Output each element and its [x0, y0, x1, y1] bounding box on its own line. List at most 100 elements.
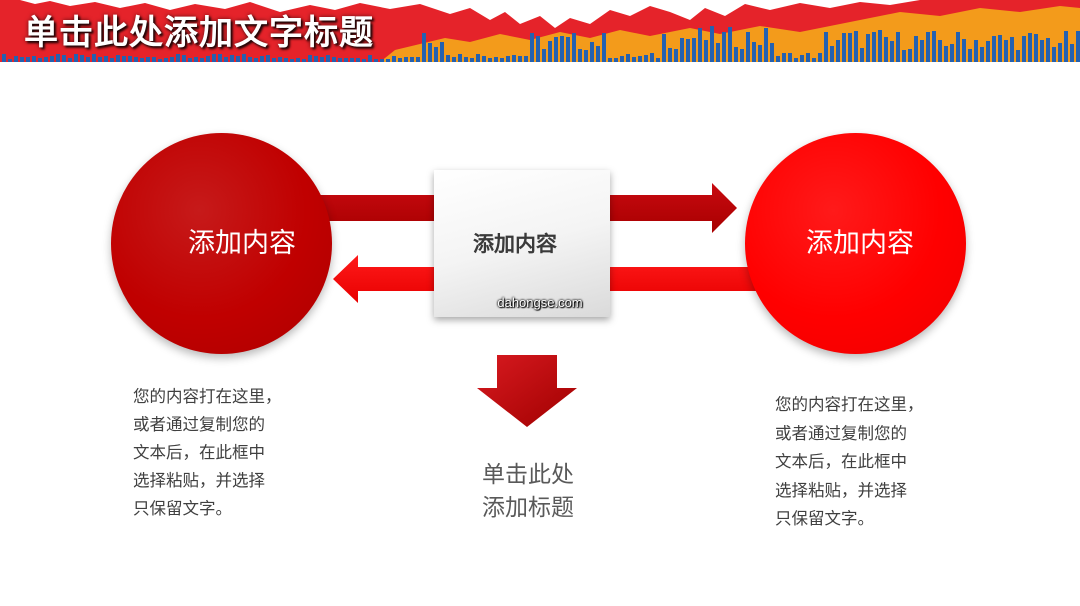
banner-bar — [668, 48, 672, 62]
banner-bar — [314, 56, 318, 62]
banner-bar — [752, 42, 756, 62]
banner-bar — [452, 57, 456, 62]
banner-bar — [896, 32, 900, 62]
banner-bar — [530, 33, 534, 62]
banner-bar — [836, 40, 840, 62]
banner-bar — [458, 54, 462, 62]
banner-bar — [116, 55, 120, 62]
banner-bar — [158, 59, 162, 62]
banner-bar — [872, 32, 876, 62]
banner-bar — [140, 58, 144, 62]
banner-bar — [320, 57, 324, 62]
banner-bar — [854, 31, 858, 62]
banner-bar — [386, 59, 390, 62]
banner-bar — [272, 58, 276, 62]
left-circle: 添加内容 — [111, 133, 332, 354]
banner-bar — [68, 58, 72, 62]
banner-bar — [764, 28, 768, 62]
bottom-title-line: 单击此处 — [482, 461, 574, 487]
text-line: 选择粘贴，并选择 — [133, 472, 265, 490]
banner-white-peaks — [0, 0, 1080, 28]
banner-bar — [800, 55, 804, 62]
banner-bar — [584, 50, 588, 62]
banner-bar — [860, 48, 864, 62]
banner-bar — [512, 55, 516, 62]
banner-bar — [80, 55, 84, 62]
banner-bar — [278, 57, 282, 62]
down-pointing-arrow — [477, 355, 577, 427]
bottom-title-line: 添加标题 — [482, 494, 574, 520]
text-line: 文本后，在此框中 — [133, 444, 265, 462]
banner-bar — [152, 57, 156, 62]
banner-bar — [926, 32, 930, 62]
banner-bar — [524, 56, 528, 62]
banner-bar — [824, 32, 828, 62]
banner-bar — [788, 53, 792, 62]
banner-bar — [44, 57, 48, 62]
banner-bar — [554, 37, 558, 62]
banner-bar — [866, 34, 870, 62]
banner-bar — [740, 49, 744, 62]
banner-bar — [1070, 44, 1074, 62]
banner-bar — [638, 56, 642, 62]
banner-bar — [290, 59, 294, 62]
text-line: 文本后，在此框中 — [775, 453, 907, 471]
banner-bar — [344, 58, 348, 62]
banner-bar — [236, 56, 240, 62]
banner-bar — [596, 46, 600, 62]
banner-bar — [782, 53, 786, 62]
banner-bar — [974, 40, 978, 62]
banner-bar — [842, 33, 846, 62]
bottom-title[interactable]: 单击此处 添加标题 — [438, 458, 618, 524]
slide-title[interactable]: 单击此处添加文字标题 — [24, 14, 374, 52]
banner-bar — [422, 33, 426, 62]
center-box-label[interactable]: 添加内容 — [473, 233, 557, 256]
banner-bar — [680, 38, 684, 62]
banner-bar — [428, 43, 432, 62]
banner-bar — [1076, 31, 1080, 62]
banner-bar — [434, 47, 438, 62]
banner-bar — [488, 58, 492, 62]
text-line: 或者通过复制您的 — [133, 416, 265, 434]
banner-bar — [884, 37, 888, 62]
banner-bar — [704, 40, 708, 62]
right-circle: 添加内容 — [745, 133, 966, 354]
banner-bar — [542, 49, 546, 62]
banner-bar — [902, 50, 906, 62]
banner-bars — [2, 26, 1080, 62]
banner-bar — [380, 59, 384, 62]
banner-bar — [890, 41, 894, 62]
banner-bar — [518, 56, 522, 62]
banner-bar — [296, 58, 300, 62]
banner-bar — [1052, 47, 1056, 62]
banner-bar — [848, 33, 852, 62]
banner-bar — [368, 55, 372, 62]
banner-bar — [212, 54, 216, 62]
banner-bar — [710, 26, 714, 62]
banner-bar — [1046, 38, 1050, 62]
banner-bar — [812, 58, 816, 62]
right-text-block[interactable]: 您的内容打在这里， 或者通过复制您的 文本后，在此框中 选择粘贴，并选择 只保留… — [775, 391, 924, 534]
text-line: 只保留文字。 — [775, 510, 874, 528]
banner-bar — [716, 43, 720, 62]
banner-bar — [104, 56, 108, 62]
banner-bar — [98, 57, 102, 62]
banner-bar — [134, 57, 138, 62]
left-circle-label[interactable]: 添加内容 — [188, 228, 296, 258]
banner-bar — [62, 55, 66, 62]
banner-bar — [698, 28, 702, 62]
banner-bar — [980, 47, 984, 62]
banner-bar — [590, 42, 594, 62]
banner-bar — [110, 58, 114, 62]
banner-bar — [908, 49, 912, 62]
right-circle-label[interactable]: 添加内容 — [806, 228, 914, 258]
banner-bar — [392, 56, 396, 62]
text-line: 您的内容打在这里， — [775, 396, 924, 414]
banner-bar — [218, 54, 222, 62]
banner-bar — [992, 36, 996, 62]
header-banner — [0, 0, 1080, 62]
banner-bar — [242, 54, 246, 62]
left-text-block[interactable]: 您的内容打在这里， 或者通过复制您的 文本后，在此框中 选择粘贴，并选择 只保留… — [133, 383, 282, 523]
banner-bar — [248, 57, 252, 62]
banner-bar — [722, 32, 726, 62]
